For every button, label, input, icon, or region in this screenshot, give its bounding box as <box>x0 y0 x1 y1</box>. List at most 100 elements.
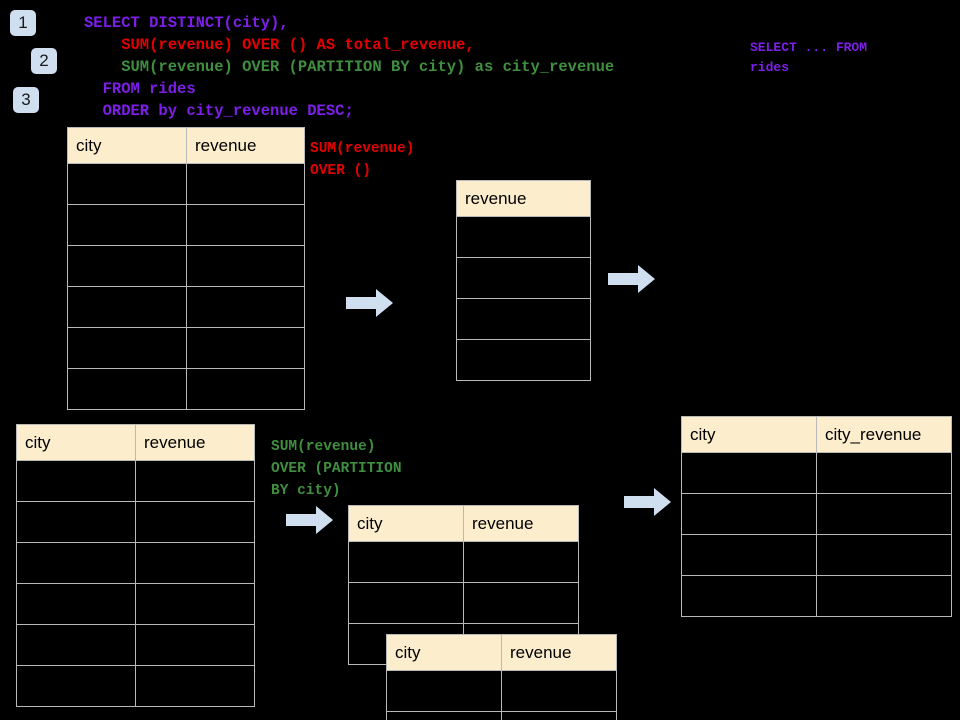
arrow-top-right <box>608 264 656 299</box>
column-header-city: city <box>681 416 817 453</box>
total-revenue-table: revenue <box>456 180 591 381</box>
column-header-revenue: revenue <box>135 424 255 461</box>
column-header-revenue: revenue <box>463 505 579 542</box>
step-badge-2: 2 <box>31 48 57 74</box>
annotation-city-revenue-line2: OVER (PARTITION <box>271 461 402 477</box>
table-header-row: city revenue <box>16 424 255 461</box>
side-note-rides: rides <box>750 60 790 75</box>
table-row <box>16 583 255 625</box>
sql-line-from: FROM rides <box>84 80 196 98</box>
table-cell <box>386 670 502 712</box>
table-cell <box>16 583 136 625</box>
side-note-select-from: SELECT ... FROM <box>750 40 868 55</box>
sql-line-total-revenue: SUM(revenue) OVER () AS total_revenue, <box>84 36 475 54</box>
table-cell <box>501 711 617 720</box>
table-row <box>16 542 255 584</box>
table-row <box>348 541 579 583</box>
column-header-revenue: revenue <box>501 634 617 671</box>
table-row <box>16 624 255 666</box>
table-cell <box>67 163 187 205</box>
table-header-row: city revenue <box>67 127 305 164</box>
table-row <box>386 670 617 712</box>
table-row <box>348 582 579 624</box>
result-table: city city_revenue <box>681 416 952 617</box>
table-cell <box>67 204 187 246</box>
table-cell <box>681 575 817 617</box>
arrow-bottom-left <box>286 505 334 540</box>
partition-group-table-front: city revenue <box>386 634 617 720</box>
table-cell <box>816 575 952 617</box>
table-cell <box>135 460 255 502</box>
rides-source-table-bottom: city revenue <box>16 424 255 707</box>
table-row <box>456 298 591 340</box>
column-header-revenue: revenue <box>456 180 591 217</box>
table-cell <box>186 163 305 205</box>
table-cell <box>456 339 591 381</box>
table-row <box>16 460 255 502</box>
table-cell <box>135 542 255 584</box>
table-cell <box>16 460 136 502</box>
table-cell <box>16 624 136 666</box>
table-header-row: city revenue <box>386 634 617 671</box>
table-cell <box>186 368 305 410</box>
table-cell <box>348 582 464 624</box>
column-header-city: city <box>67 127 187 164</box>
table-header-row: revenue <box>456 180 591 217</box>
table-row <box>386 711 617 720</box>
table-cell <box>67 368 187 410</box>
table-cell <box>16 542 136 584</box>
annotation-city-revenue-line1: SUM(revenue) <box>271 439 376 455</box>
table-row <box>16 501 255 543</box>
table-cell <box>135 583 255 625</box>
annotation-total-revenue-line1: SUM(revenue) <box>310 141 415 157</box>
table-cell <box>135 624 255 666</box>
table-cell <box>16 501 136 543</box>
table-cell <box>456 298 591 340</box>
column-header-city: city <box>16 424 136 461</box>
table-cell <box>386 711 502 720</box>
arrow-bottom-right <box>624 487 672 522</box>
annotation-total-revenue-line2: OVER () <box>310 163 371 179</box>
table-cell <box>186 286 305 328</box>
table-row <box>67 204 305 246</box>
table-cell <box>681 452 817 494</box>
table-cell <box>67 286 187 328</box>
table-cell <box>681 493 817 535</box>
table-row <box>456 339 591 381</box>
table-cell <box>816 534 952 576</box>
table-cell <box>135 665 255 707</box>
sql-line-order-by: ORDER by city_revenue DESC; <box>84 102 354 120</box>
table-cell <box>16 665 136 707</box>
table-header-row: city revenue <box>348 505 579 542</box>
table-cell <box>501 670 617 712</box>
table-header-row: city city_revenue <box>681 416 952 453</box>
table-cell <box>348 541 464 583</box>
table-row <box>67 163 305 205</box>
table-cell <box>463 582 579 624</box>
annotation-city-revenue-line3: BY city) <box>271 483 341 499</box>
table-row <box>67 286 305 328</box>
table-row <box>16 665 255 707</box>
table-cell <box>186 204 305 246</box>
table-cell <box>186 245 305 287</box>
table-cell <box>456 257 591 299</box>
table-cell <box>681 534 817 576</box>
table-cell <box>135 501 255 543</box>
sql-line-select: SELECT DISTINCT(city), <box>84 14 289 32</box>
arrow-top-left <box>346 288 394 323</box>
column-header-city: city <box>386 634 502 671</box>
rides-source-table-top: city revenue <box>67 127 305 410</box>
table-cell <box>463 541 579 583</box>
table-row <box>681 493 952 535</box>
step-badge-3: 3 <box>13 87 39 113</box>
table-row <box>681 534 952 576</box>
column-header-city: city <box>348 505 464 542</box>
table-cell <box>67 245 187 287</box>
table-row <box>67 327 305 369</box>
table-cell <box>816 452 952 494</box>
sql-line-city-revenue: SUM(revenue) OVER (PARTITION BY city) as… <box>84 58 615 76</box>
table-row <box>681 575 952 617</box>
table-row <box>456 257 591 299</box>
table-cell <box>816 493 952 535</box>
